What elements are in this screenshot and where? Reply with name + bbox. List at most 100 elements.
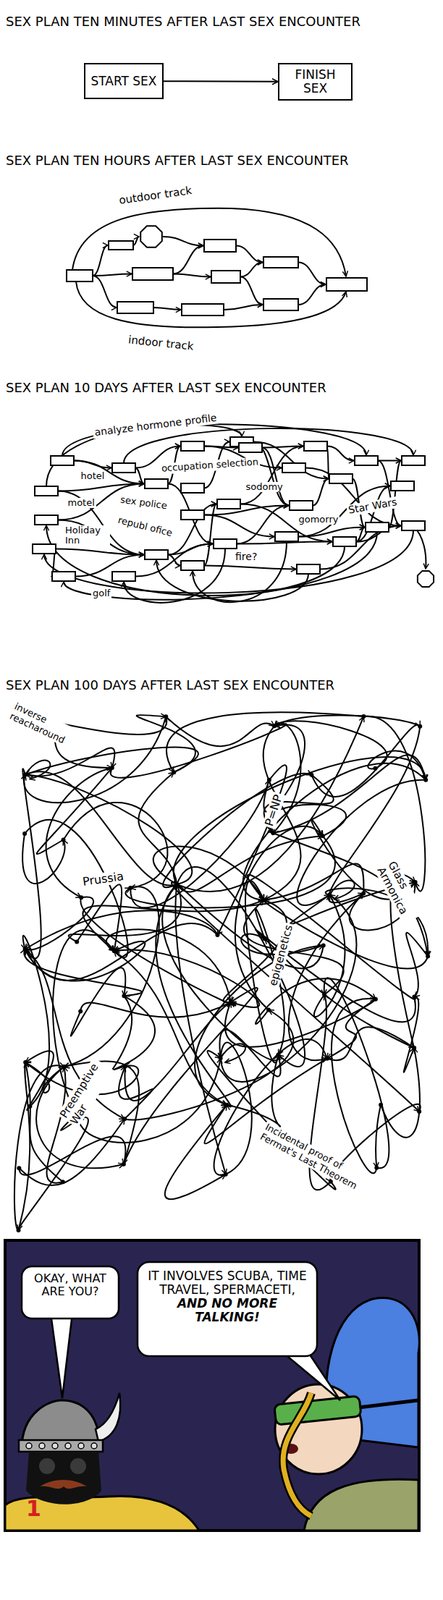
empty-box <box>304 441 328 451</box>
mask-eye <box>39 1458 56 1475</box>
flow-arrow <box>173 246 204 275</box>
handwritten-note: indoor track <box>125 333 196 354</box>
tangled-arrow <box>324 977 390 1169</box>
empty-box <box>180 560 205 571</box>
flow-arrow <box>413 526 426 569</box>
graph-dot <box>228 1000 234 1005</box>
graph-dot <box>361 891 366 897</box>
graph-dot <box>411 995 417 1000</box>
handwritten-note: Prussia <box>80 870 126 889</box>
empty-box <box>326 277 367 291</box>
empty-box <box>213 539 237 549</box>
green-shirt <box>304 1479 419 1531</box>
empty-box <box>238 443 263 453</box>
empty-box <box>66 269 93 282</box>
empty-box <box>112 463 136 473</box>
empty-box <box>354 456 378 466</box>
process-box: START SEX <box>83 62 164 100</box>
loop-arrow <box>192 541 287 603</box>
flow-arrow <box>377 461 402 527</box>
empty-box <box>289 500 313 511</box>
handwritten-note: occupation selection <box>159 456 261 475</box>
helmet-horn <box>95 1393 121 1442</box>
empty-box <box>50 456 74 466</box>
speech-text: IT INVOLVES SCUBA, TIME TRAVEL, SPERMACE… <box>144 1269 310 1298</box>
graph-dot <box>321 943 326 948</box>
empty-box <box>329 474 353 484</box>
self-loop <box>25 760 50 780</box>
tangled-arrow <box>166 712 364 773</box>
graph-dot <box>325 1056 330 1062</box>
rivet <box>52 1443 58 1450</box>
flow-arrow <box>73 461 145 485</box>
graph-dot <box>16 1166 21 1171</box>
shirt-number: 1 <box>26 1496 42 1522</box>
graph-dot <box>411 1045 417 1051</box>
graph-dot <box>74 939 79 944</box>
flow-arrow <box>92 274 132 277</box>
helmet-rim <box>18 1440 103 1453</box>
flow-arrow <box>327 446 354 462</box>
tangled-arrow <box>123 988 258 1165</box>
graph-dot <box>121 993 126 999</box>
graph-dot <box>275 1052 281 1057</box>
graph-dot <box>78 895 84 900</box>
empty-box <box>332 537 357 547</box>
graph-dot <box>425 954 430 959</box>
empty-box <box>32 544 56 554</box>
graph-dot <box>122 1116 127 1122</box>
tangled-arrow <box>136 715 196 773</box>
tangled-arrow <box>63 802 168 889</box>
graph-dot <box>320 833 326 839</box>
rivet <box>91 1443 97 1450</box>
graph-dot <box>16 1228 21 1233</box>
speech-tail <box>50 1313 73 1399</box>
tangled-arrow <box>219 1030 281 1078</box>
flow-arrow <box>223 304 263 310</box>
tangled-arrow <box>174 881 324 969</box>
graph-dot <box>361 714 366 719</box>
graph-dot <box>322 992 327 997</box>
empty-box <box>204 239 236 252</box>
flow-arrow <box>262 448 289 506</box>
tangled-arrow <box>110 723 287 779</box>
flow-arrow <box>173 274 211 278</box>
snorkel <box>283 1393 312 1517</box>
flow-arrow <box>162 236 204 247</box>
graph-dot <box>372 766 378 771</box>
graph-dot <box>112 948 117 954</box>
goggle-strap <box>358 1400 419 1408</box>
flow-arrow <box>298 284 326 305</box>
graph-dot <box>224 1103 229 1108</box>
tangled-arrow <box>264 863 365 900</box>
speech-text: OKAY, WHAT ARE YOU? <box>27 1272 113 1299</box>
handwritten-note: outdoor track <box>116 183 194 207</box>
handwritten-note: sodomy <box>244 482 285 493</box>
panel-heading: SEX PLAN 10 DAYS AFTER LAST SEX ENCOUNTE… <box>5 380 327 396</box>
empty-box <box>217 499 241 509</box>
graph-dot <box>163 714 168 719</box>
rivet <box>65 1443 71 1450</box>
handwritten-note: inverse reacharound <box>6 700 81 750</box>
empty-box <box>132 267 174 281</box>
empty-box <box>263 256 299 268</box>
graph-dot <box>61 1064 66 1070</box>
graph-dot <box>378 1103 383 1108</box>
handwritten-note: Incidental proof of Fermat's Last Theore… <box>256 1121 366 1193</box>
graph-dot <box>413 880 418 885</box>
graph-dot <box>61 837 66 842</box>
empty-box <box>275 532 299 542</box>
graph-dot <box>23 1060 28 1065</box>
handwritten-note: analyze hormone profile <box>92 411 220 439</box>
tangled-arrow <box>153 846 265 901</box>
flow-arrow <box>73 461 112 469</box>
tangled-arrow <box>176 836 323 892</box>
yellow-shirt <box>5 1496 200 1531</box>
flow-arrow <box>133 236 139 246</box>
panel-heading: SEX PLAN TEN MINUTES AFTER LAST SEX ENCO… <box>5 14 361 29</box>
tangled-arrow <box>272 833 428 957</box>
graph-dot <box>174 882 179 887</box>
tangled-arrow <box>36 768 113 855</box>
graph-dot <box>223 1172 229 1177</box>
